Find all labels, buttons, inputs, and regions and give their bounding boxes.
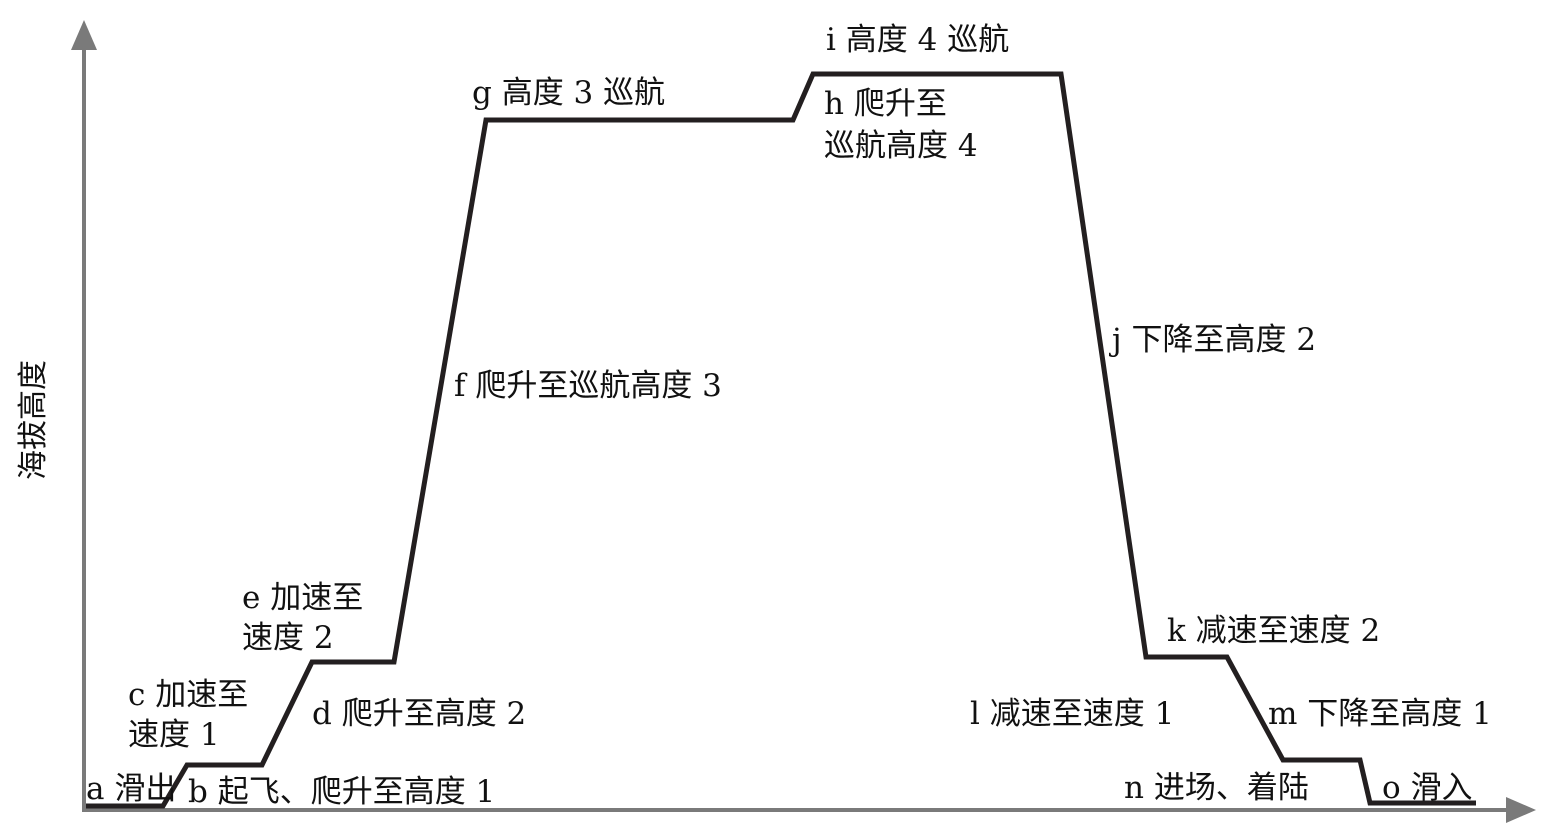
x-axis-arrow-icon [1506, 797, 1536, 823]
phase-label-c-line2: 速度 1 [128, 717, 220, 753]
phase-label-o: o 滑入 [1382, 770, 1473, 806]
phase-label-e-line1: e 加速至 [242, 580, 364, 616]
phase-label-c-line1: c 加速至 [128, 677, 249, 713]
phase-label-a: a 滑出 [86, 771, 177, 807]
phase-label-j: j 下降至高度 2 [1112, 322, 1317, 358]
phase-label-m: m 下降至高度 1 [1268, 696, 1492, 732]
phase-label-h-line2: 巡航高度 4 [824, 128, 978, 164]
phase-label-l: l 减速至速度 1 [970, 696, 1175, 732]
phase-label-d: d 爬升至高度 2 [312, 696, 527, 732]
phase-label-e-line2: 速度 2 [242, 620, 334, 656]
phase-label-g: g 高度 3 巡航 [472, 75, 666, 111]
phase-label-h-line1: h 爬升至 [824, 86, 947, 122]
phase-label-n: n 进场、着陆 [1124, 770, 1309, 806]
y-axis-arrow-icon [71, 20, 97, 50]
phase-label-f: f 爬升至巡航高度 3 [454, 368, 722, 404]
phase-label-k: k 减速至速度 2 [1167, 613, 1381, 649]
phase-label-i: i 高度 4 巡航 [826, 22, 1010, 58]
phase-label-b: b 起飞、爬升至高度 1 [188, 774, 496, 810]
y-axis-label: 海拔高度 [16, 360, 51, 480]
flight-profile-line [86, 71, 1476, 809]
